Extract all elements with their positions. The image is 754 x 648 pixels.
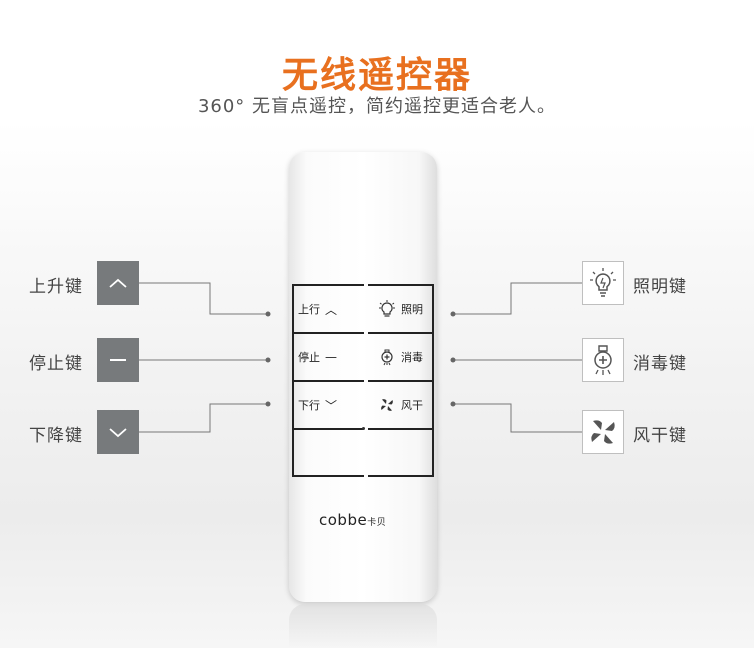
up-key-label: 上升键	[29, 277, 83, 297]
remote-separator	[432, 284, 434, 477]
disinfect-key-icon-box	[582, 338, 624, 382]
remote-down-button[interactable]: 下行 ﹀	[292, 382, 364, 428]
page-title: 无线遥控器	[281, 55, 472, 96]
disinfect-bulb-icon	[381, 349, 393, 366]
fan-icon	[591, 420, 615, 444]
minus-icon	[110, 359, 126, 361]
remote-separator	[292, 332, 364, 334]
chevron-up-icon: ︿	[325, 302, 338, 317]
remote-separator	[368, 284, 434, 286]
remote-separator	[368, 428, 434, 430]
remote-reflection	[289, 604, 437, 648]
remote-indicator-dot	[362, 427, 365, 430]
remote-dry-label: 风干	[401, 399, 423, 412]
down-key-icon-box	[97, 410, 139, 454]
remote-dry-button[interactable]: 风干	[368, 382, 434, 428]
remote-light-label: 照明	[401, 303, 423, 316]
page-subtitle: 360° 无盲点遥控，简约遥控更适合老人。	[197, 96, 557, 117]
remote-separator	[368, 332, 434, 334]
dry-key-icon-box	[582, 410, 624, 454]
remote-disinfect-button[interactable]: 消毒	[368, 334, 434, 380]
remote-separator	[292, 428, 364, 430]
remote-separator	[292, 284, 294, 477]
brand-logo: cobbe卡贝	[319, 511, 386, 529]
stop-key-icon-box	[97, 338, 139, 382]
minus-icon: —	[325, 350, 337, 364]
down-key-label: 下降键	[29, 426, 83, 446]
remote-blank-button[interactable]	[292, 430, 364, 476]
remote-up-label: 上行	[298, 303, 320, 316]
remote-up-button[interactable]: 上行 ︿	[292, 286, 364, 332]
dry-key-label: 风干键	[633, 426, 687, 446]
remote-light-button[interactable]: 照明	[368, 286, 434, 332]
remote-disinfect-label: 消毒	[401, 351, 423, 364]
remote-down-label: 下行	[298, 399, 320, 412]
remote-separator	[292, 380, 364, 382]
remote-separator	[368, 380, 434, 382]
light-key-icon-box	[582, 261, 624, 305]
bulb-icon	[379, 300, 395, 317]
chevron-up-icon	[109, 278, 127, 288]
chevron-down-icon: ﹀	[325, 398, 338, 413]
remote-separator	[292, 284, 364, 286]
remote-control	[289, 152, 437, 602]
light-key-label: 照明键	[633, 277, 687, 297]
remote-separator	[368, 475, 434, 477]
logo-cn: 卡贝	[367, 518, 387, 528]
remote-separator	[292, 475, 364, 477]
bulb-icon	[590, 268, 616, 297]
fan-icon	[381, 399, 393, 411]
chevron-down-icon	[109, 428, 127, 438]
remote-blank-button[interactable]	[368, 430, 434, 476]
stop-key-label: 停止键	[29, 354, 83, 374]
disinfect-key-label: 消毒键	[633, 354, 687, 374]
remote-stop-label: 停止	[298, 351, 320, 364]
disinfect-bulb-icon	[594, 345, 612, 375]
logo-text: cobbe	[319, 511, 368, 529]
up-key-icon-box	[97, 261, 139, 305]
remote-stop-button[interactable]: 停止 —	[292, 334, 364, 380]
